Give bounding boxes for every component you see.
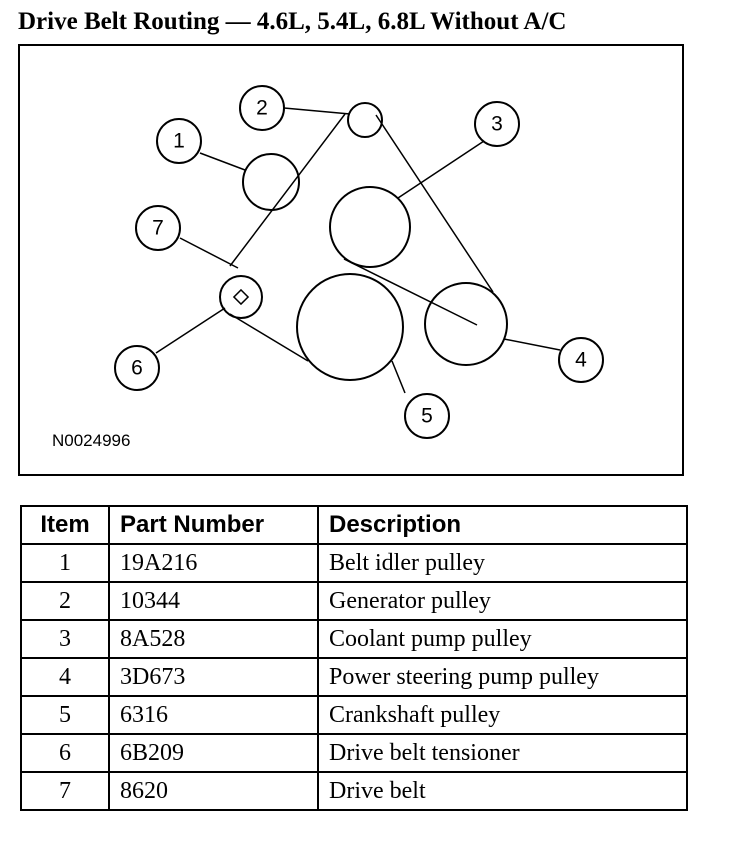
coolant-pump-pulley — [329, 186, 411, 268]
generator-pulley — [347, 102, 383, 138]
callout-label-7: 7 — [152, 217, 164, 240]
cell-part-number: 8A528 — [108, 619, 319, 659]
cell-item: 6 — [20, 733, 110, 773]
callout-label-3: 3 — [491, 113, 503, 136]
callout-label-5: 5 — [421, 405, 433, 428]
cell-description: Crankshaft pulley — [317, 695, 688, 735]
leader-line-4 — [503, 338, 561, 351]
power-steering-pump-pulley — [424, 282, 508, 366]
callout-label-6: 6 — [131, 357, 143, 380]
cell-item: 7 — [20, 771, 110, 811]
cell-description: Generator pulley — [317, 581, 688, 621]
table-row: 2 10344 Generator pulley — [20, 581, 688, 621]
callout-circle-4 — [558, 337, 604, 383]
leader-line-6 — [155, 307, 226, 354]
belt-idler-pulley — [242, 153, 300, 211]
cell-part-number: 3D673 — [108, 657, 319, 697]
table-row: 5 6316 Crankshaft pulley — [20, 695, 688, 735]
cell-description: Drive belt — [317, 771, 688, 811]
header-item: Item — [20, 505, 110, 545]
table-row: 3 8A528 Coolant pump pulley — [20, 619, 688, 659]
cell-description: Power steering pump pulley — [317, 657, 688, 697]
table-row: 4 3D673 Power steering pump pulley — [20, 657, 688, 697]
leader-line-1 — [199, 152, 246, 171]
cell-item: 4 — [20, 657, 110, 697]
cell-part-number: 6316 — [108, 695, 319, 735]
callout-circle-7 — [135, 205, 181, 251]
callout-circle-1 — [156, 118, 202, 164]
table-row: 6 6B209 Drive belt tensioner — [20, 733, 688, 773]
cell-item: 5 — [20, 695, 110, 735]
callout-circle-2 — [239, 85, 285, 131]
cell-item: 3 — [20, 619, 110, 659]
cell-description: Belt idler pulley — [317, 543, 688, 583]
leader-line-3 — [397, 140, 485, 199]
table-row: 7 8620 Drive belt — [20, 771, 688, 811]
leader-line-5 — [391, 360, 406, 394]
callout-label-4: 4 — [575, 349, 587, 372]
callout-circle-5 — [404, 393, 450, 439]
page-title: Drive Belt Routing — 4.6L, 5.4L, 6.8L Wi… — [18, 8, 567, 35]
cell-part-number: 10344 — [108, 581, 319, 621]
parts-table: Item Part Number Description 1 19A216 Be… — [20, 505, 688, 811]
cell-description: Drive belt tensioner — [317, 733, 688, 773]
leader-line-7 — [179, 237, 239, 269]
table-header-row: Item Part Number Description — [20, 505, 688, 545]
leader-line-2 — [283, 107, 351, 115]
cell-description: Coolant pump pulley — [317, 619, 688, 659]
cell-item: 1 — [20, 543, 110, 583]
tensioner-square-icon — [232, 288, 250, 306]
header-part-number: Part Number — [108, 505, 319, 545]
callout-label-2: 2 — [256, 97, 268, 120]
cell-part-number: 6B209 — [108, 733, 319, 773]
cell-part-number: 19A216 — [108, 543, 319, 583]
drive-belt — [229, 113, 494, 362]
callout-circle-3 — [474, 101, 520, 147]
header-description: Description — [317, 505, 688, 545]
belt-routing-diagram: 1 2 3 4 5 6 7 N0024996 — [18, 44, 684, 476]
cell-item: 2 — [20, 581, 110, 621]
cell-part-number: 8620 — [108, 771, 319, 811]
figure-id: N0024996 — [52, 431, 130, 450]
callout-label-1: 1 — [173, 130, 185, 153]
table-row: 1 19A216 Belt idler pulley — [20, 543, 688, 583]
drive-belt-tensioner — [219, 275, 263, 319]
callout-circle-6 — [114, 345, 160, 391]
diagram-canvas: 1 2 3 4 5 6 7 N0024996 — [52, 85, 604, 450]
crankshaft-pulley — [296, 273, 404, 381]
